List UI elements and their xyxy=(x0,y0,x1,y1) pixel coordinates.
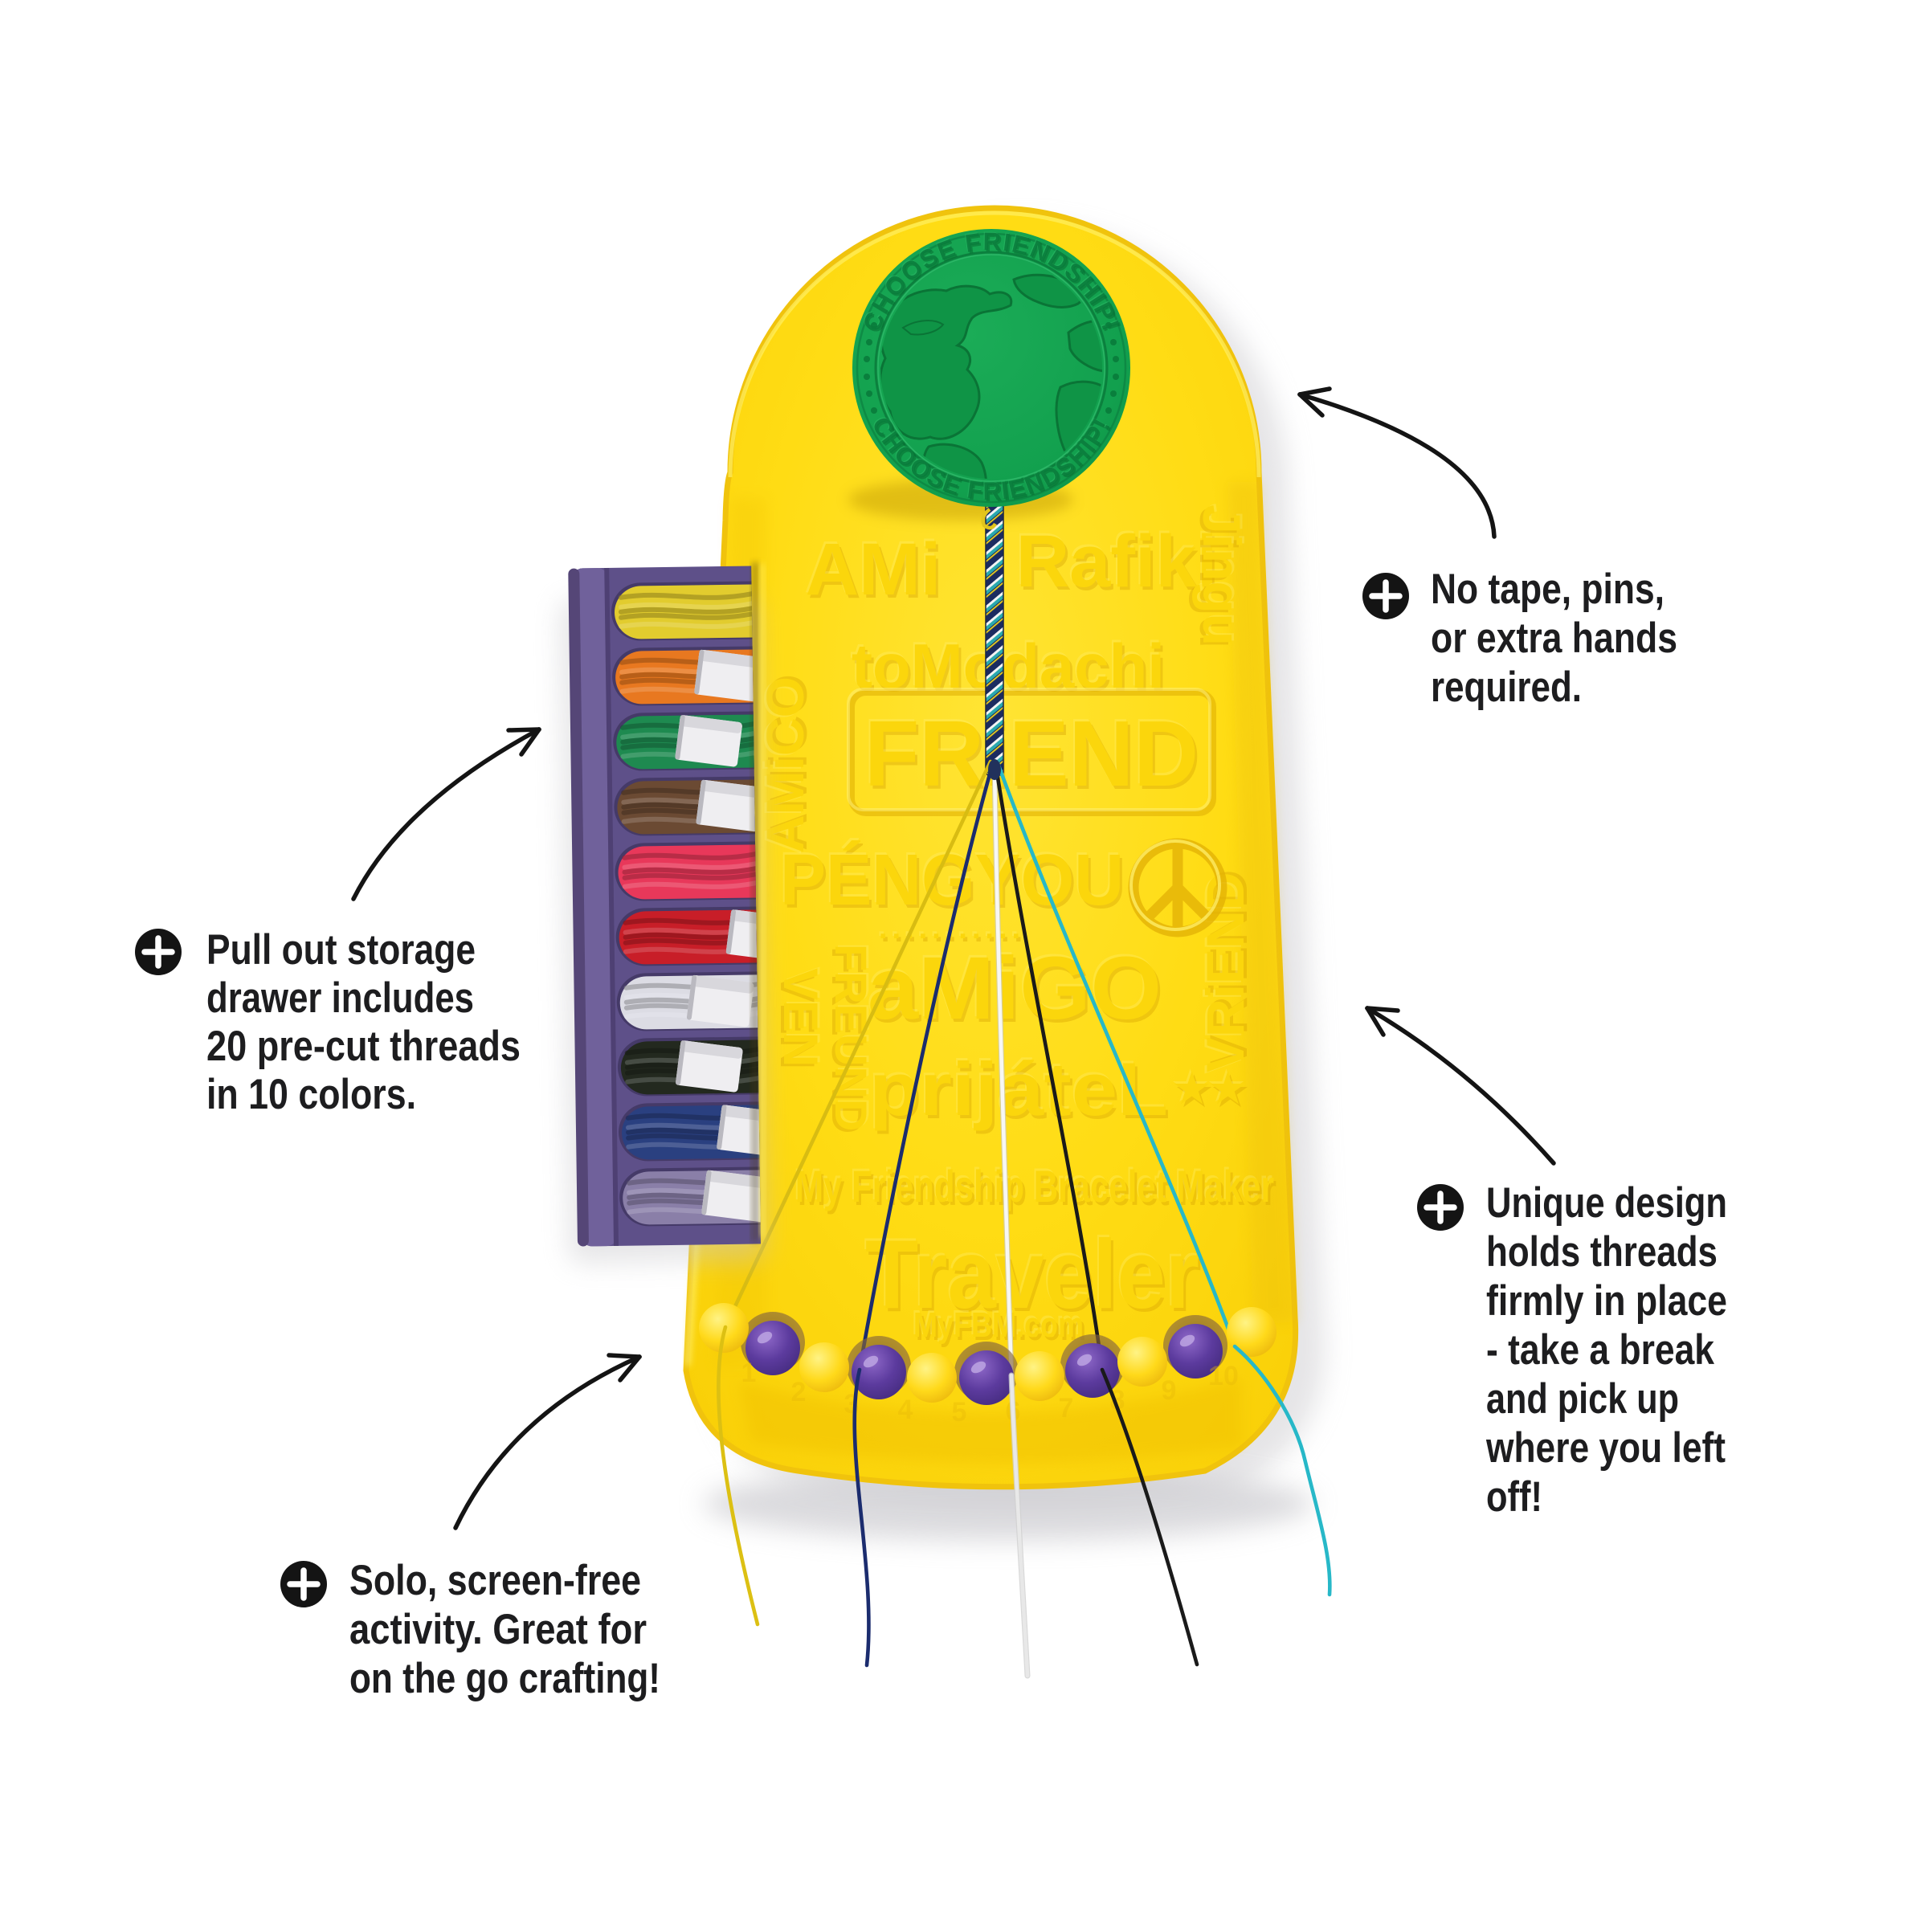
svg-text:PÉNGYOU: PÉNGYOU xyxy=(780,839,1124,921)
svg-text:or extra hands: or extra hands xyxy=(1431,615,1677,662)
svg-text:2: 2 xyxy=(791,1377,807,1407)
svg-text:Traveler: Traveler xyxy=(868,1223,1202,1332)
svg-text:MyFBM.com: MyFBM.com xyxy=(912,1303,1082,1342)
svg-text:★★: ★★ xyxy=(1172,1064,1244,1109)
svg-text:7: 7 xyxy=(1059,1393,1074,1423)
svg-text:★★: ★★ xyxy=(1174,1066,1246,1111)
svg-text:My Friendship Bracelet Maker: My Friendship Bracelet Maker xyxy=(798,1164,1276,1215)
svg-text:Pull out storage: Pull out storage xyxy=(206,926,476,974)
svg-text:AMi: AMi xyxy=(806,529,942,611)
svg-text:Solo, screen-free: Solo, screen-free xyxy=(349,1557,641,1604)
svg-text:required.: required. xyxy=(1431,664,1582,711)
svg-text:AMi: AMi xyxy=(804,526,940,608)
svg-text:9: 9 xyxy=(1162,1375,1177,1406)
svg-text:MyFBM.com: MyFBM.com xyxy=(913,1305,1084,1345)
svg-text:firmly in place: firmly in place xyxy=(1486,1277,1727,1325)
svg-text:- take a break: - take a break xyxy=(1486,1326,1714,1374)
svg-text:VRiEND: VRiEND xyxy=(1199,870,1258,1070)
svg-text:★★: ★★ xyxy=(1176,1069,1248,1114)
svg-text:Jingu: Jingu xyxy=(1189,507,1248,648)
svg-text:activity. Great for: activity. Great for xyxy=(349,1606,647,1653)
svg-text:AMiCO: AMiCO xyxy=(758,674,818,851)
svg-text:Rafiki: Rafiki xyxy=(1015,518,1216,600)
svg-text:MyFBM.com: MyFBM.com xyxy=(916,1309,1086,1348)
svg-text:AMiCO: AMiCO xyxy=(755,676,815,853)
svg-text:on the go crafting!: on the go crafting! xyxy=(349,1655,660,1702)
svg-text:FRiEND: FRiEND xyxy=(864,701,1199,806)
svg-text:drawer includes: drawer includes xyxy=(206,974,474,1022)
svg-text:FREUND: FREUND xyxy=(826,944,876,1131)
svg-text:8: 8 xyxy=(1110,1385,1125,1415)
svg-text:off!: off! xyxy=(1486,1473,1542,1521)
svg-text:aMiGO: aMiGO xyxy=(868,939,1162,1038)
svg-text:My Friendship Bracelet Maker: My Friendship Bracelet Maker xyxy=(795,1161,1274,1211)
svg-text:FRiEND: FRiEND xyxy=(863,699,1197,803)
svg-text:VRiEND: VRiEND xyxy=(1195,872,1255,1072)
svg-text:aMiGO: aMiGO xyxy=(866,937,1160,1035)
svg-text:Rafiki: Rafiki xyxy=(1016,521,1218,602)
svg-text:in 10 colors.: in 10 colors. xyxy=(206,1071,416,1118)
svg-text:Traveler: Traveler xyxy=(865,1219,1199,1329)
svg-text:holds threads: holds threads xyxy=(1486,1228,1718,1276)
svg-text:toModachi: toModachi xyxy=(850,628,1163,699)
svg-text:Rafiki: Rafiki xyxy=(1019,524,1220,606)
svg-text:My Friendship Bracelet Maker: My Friendship Bracelet Maker xyxy=(794,1158,1272,1209)
svg-text:FRiEND: FRiEND xyxy=(867,705,1201,809)
svg-text:Unique design: Unique design xyxy=(1486,1179,1727,1227)
svg-text:20 pre-cut threads: 20 pre-cut threads xyxy=(206,1023,521,1070)
svg-text:10: 10 xyxy=(1208,1361,1239,1391)
svg-text:Jingu: Jingu xyxy=(1192,504,1252,646)
svg-text:Traveler: Traveler xyxy=(864,1217,1198,1326)
svg-text:1: 1 xyxy=(741,1358,757,1388)
svg-text:and pick up: and pick up xyxy=(1486,1375,1679,1423)
svg-text:VEN: VEN xyxy=(776,966,830,1065)
svg-text:AMi: AMi xyxy=(808,532,944,614)
svg-text:aMiGO: aMiGO xyxy=(870,942,1164,1041)
svg-text:where you left: where you left xyxy=(1485,1424,1726,1472)
svg-text:VEN: VEN xyxy=(774,968,827,1067)
svg-text:4: 4 xyxy=(898,1395,913,1425)
svg-text:VEN: VEN xyxy=(770,970,824,1069)
svg-text:No tape, pins,: No tape, pins, xyxy=(1431,566,1665,613)
svg-text:5: 5 xyxy=(952,1397,967,1428)
svg-text:FREUND: FREUND xyxy=(828,942,879,1129)
svg-text:Jingu: Jingu xyxy=(1195,503,1254,644)
